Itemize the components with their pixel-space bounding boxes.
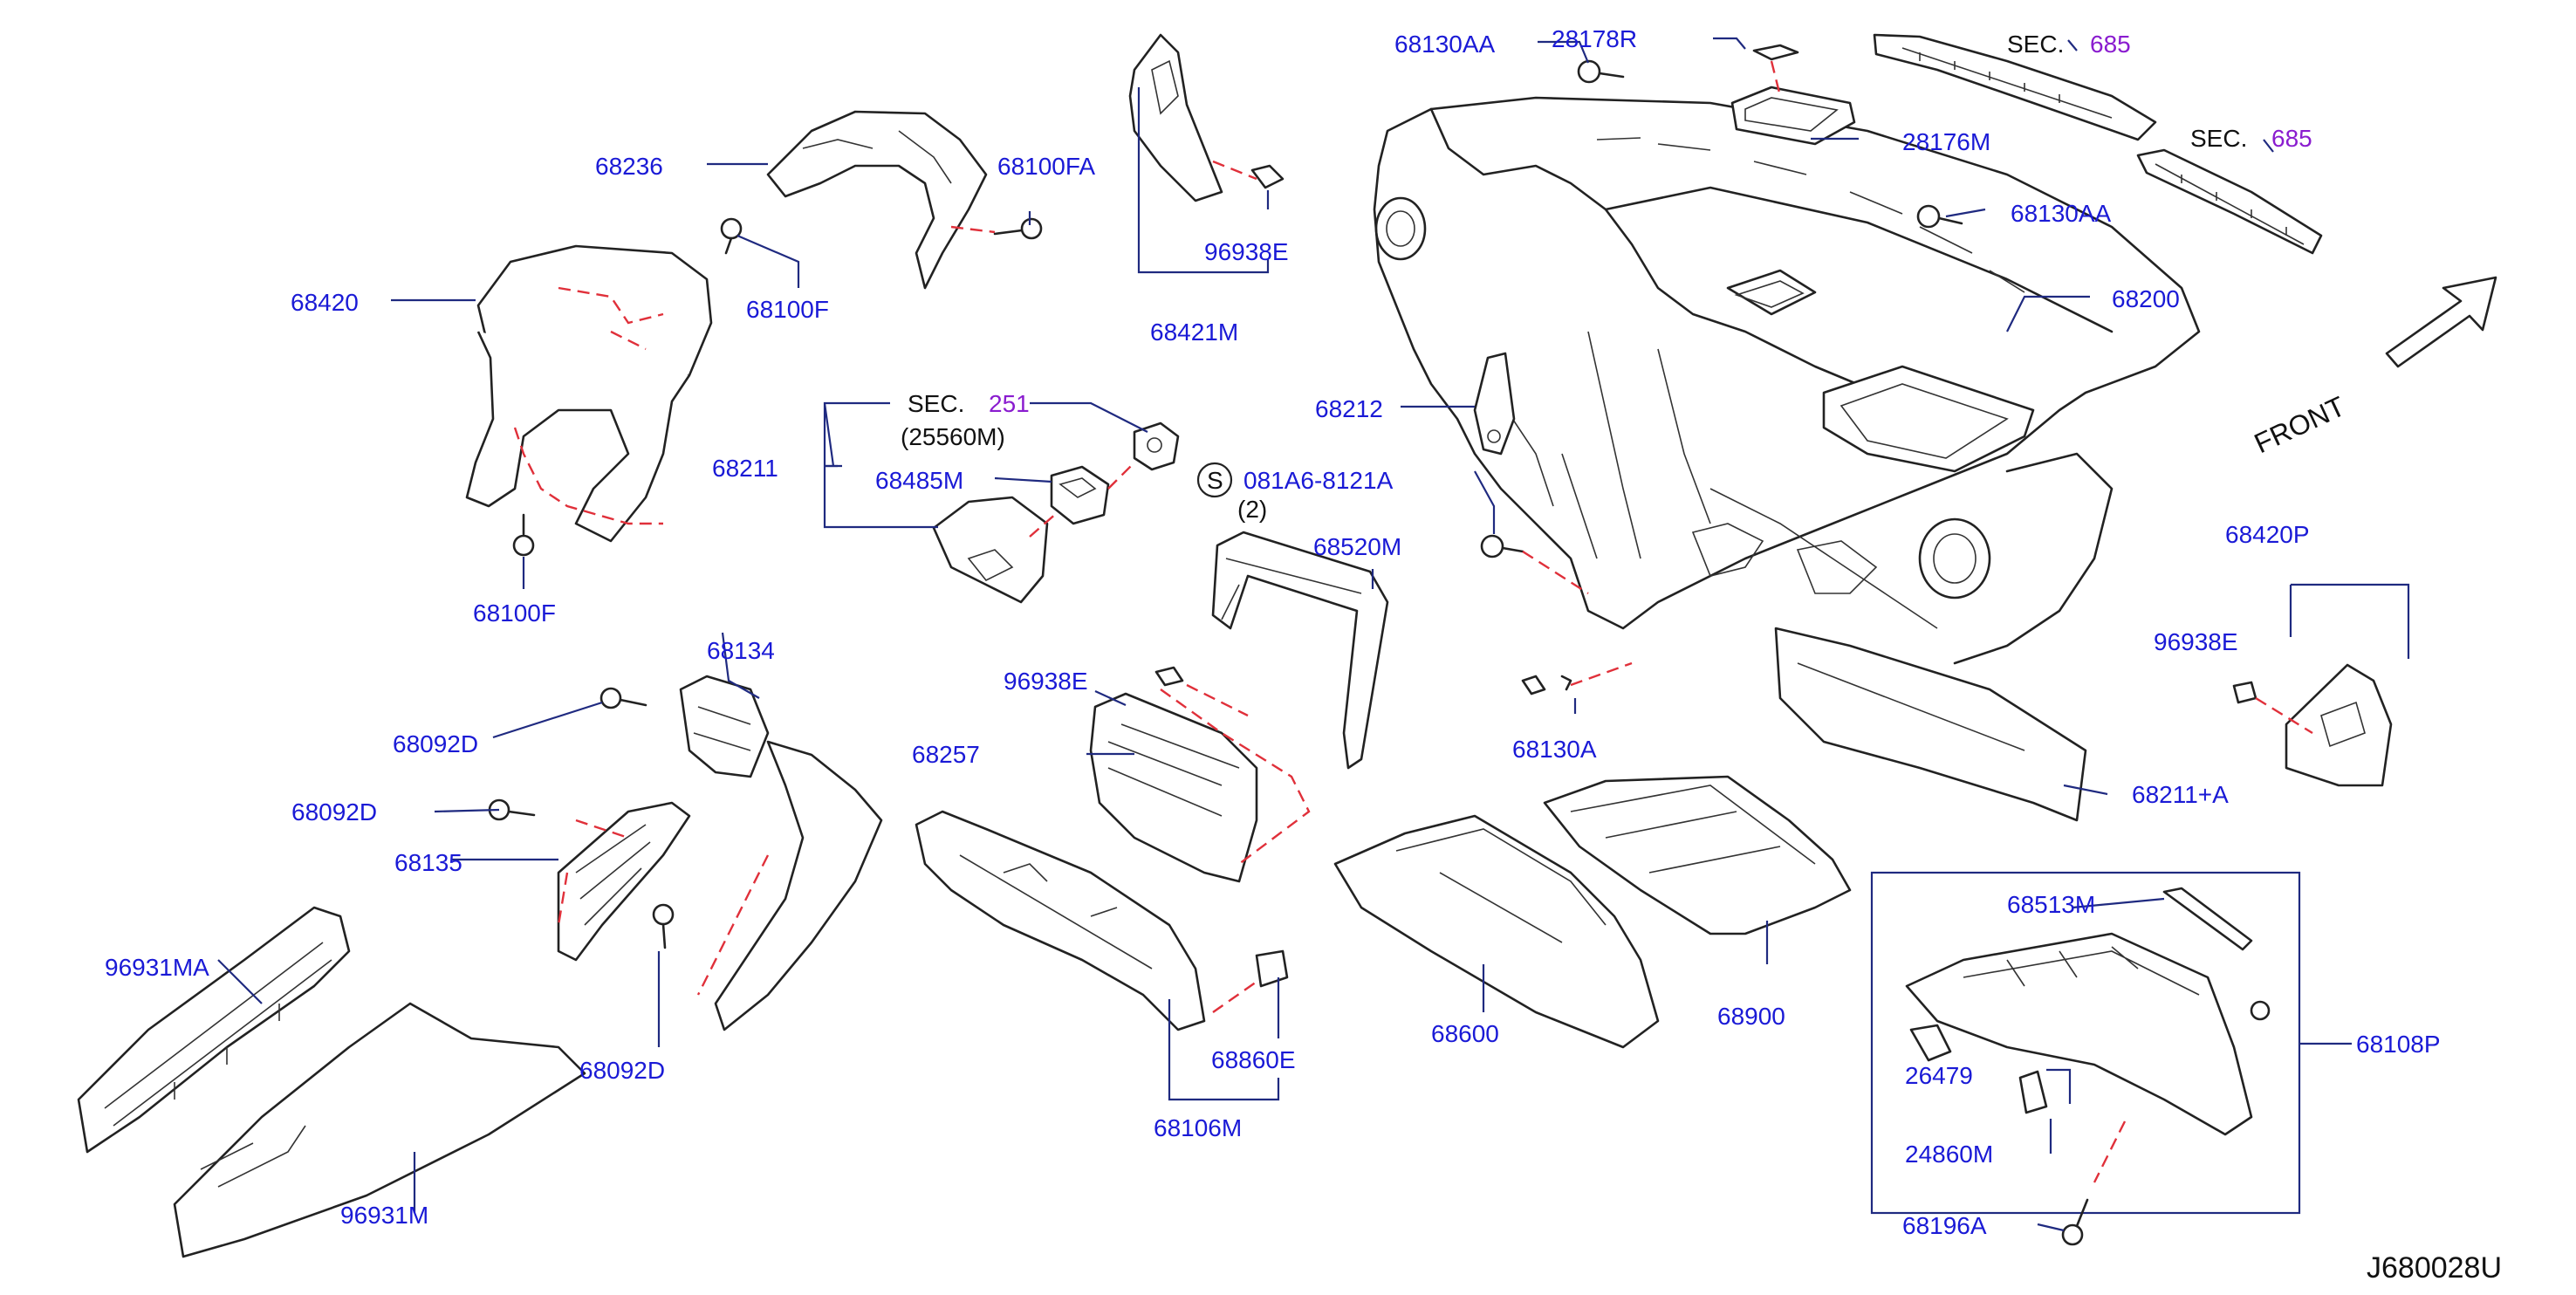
label-68520m: 68520M — [1313, 533, 1401, 560]
console-finisher-main — [696, 740, 883, 1031]
label-68196a: 68196A — [1902, 1212, 1987, 1239]
cross-member-68108p — [1905, 887, 2271, 1183]
defroster-grille-lower — [2136, 148, 2323, 255]
label-68257: 68257 — [912, 741, 980, 768]
label-68513m: 68513M — [2007, 891, 2095, 918]
screw-panel-left — [1480, 534, 1589, 595]
bracket-68134 — [679, 675, 770, 778]
label-68236: 68236 — [595, 153, 663, 180]
label-28178r: 28178R — [1552, 25, 1637, 52]
bracket-68212 — [1473, 352, 1516, 456]
label-25560m: (25560M) — [901, 423, 1005, 450]
label-081a6-8121a: 081A6-8121A — [1243, 467, 1394, 494]
label-28176m: 28176M — [1902, 128, 1990, 155]
screws-68092d — [488, 687, 675, 949]
label-68420p: 68420P — [2225, 521, 2310, 548]
defroster-grille-upper — [1873, 33, 2157, 141]
display-28176m — [1730, 44, 1856, 146]
clip-68130a — [1521, 661, 1633, 695]
diagram-code: J680028U — [2367, 1251, 2502, 1285]
label-96938e-top: 96938E — [1204, 238, 1289, 265]
label-68100fa: 68100FA — [997, 153, 1095, 180]
finisher-68211 — [932, 496, 1065, 604]
front-label: FRONT — [2250, 390, 2350, 459]
label-68130aa-right: 68130AA — [2011, 200, 2112, 227]
label-68092d-b: 68092D — [291, 798, 377, 826]
label-68200: 68200 — [2112, 285, 2180, 312]
label-68092d-a: 68092D — [393, 730, 478, 757]
frame-68236 — [766, 110, 996, 290]
label-96931ma: 96931MA — [105, 954, 209, 981]
cluster-lid-68420 — [465, 244, 713, 543]
label-68135: 68135 — [394, 849, 462, 876]
label-68100f-top: 68100F — [746, 296, 829, 323]
finisher-68520m — [1211, 531, 1389, 770]
section-ref-251-number: 251 — [989, 390, 1030, 417]
switch-25560m — [1133, 421, 1180, 471]
label-68106m: 68106M — [1154, 1114, 1242, 1141]
leader-lines — [217, 37, 2410, 1232]
label-68130a: 68130A — [1512, 736, 1597, 763]
label-081a6-qty: (2) — [1237, 496, 1267, 523]
label-68600: 68600 — [1431, 1020, 1499, 1047]
side-cover-68420p — [2232, 663, 2393, 787]
label-68130aa-left: 68130AA — [1394, 31, 1496, 58]
instrument-panel-68200 — [1373, 96, 2201, 665]
section-ref-251-prefix: SEC. — [908, 390, 964, 417]
screw-68100f-top — [720, 217, 743, 255]
screw-symbol-icon: S — [1196, 462, 1233, 498]
label-68108p: 68108P — [2356, 1031, 2441, 1058]
lower-cover-68211a — [1774, 627, 2087, 822]
label-68100f-bottom: 68100F — [473, 600, 556, 627]
glove-box-68600 — [1333, 814, 1660, 1049]
label-68900: 68900 — [1717, 1003, 1785, 1030]
bracket-68257 — [1089, 666, 1311, 883]
label-68134: 68134 — [707, 637, 775, 664]
screw-symbol-letter: S — [1207, 467, 1223, 494]
section-ref-lower-prefix: SEC. — [2190, 125, 2247, 152]
screw-68100fa — [993, 217, 1043, 240]
label-96938e-right: 96938E — [2154, 628, 2238, 655]
section-ref-upper-number: 685 — [2090, 31, 2131, 58]
label-68420: 68420 — [291, 289, 359, 316]
label-96938e-left: 96938E — [1004, 668, 1088, 695]
bracket-68421m — [1128, 33, 1285, 202]
console-96931ma — [77, 906, 351, 1154]
screw-68100f-bottom — [512, 513, 535, 557]
label-68211: 68211 — [712, 455, 778, 482]
screw-68130aa-left — [1577, 59, 1625, 84]
screw-68196a — [2061, 1198, 2089, 1246]
screw-68130aa-right — [1916, 204, 1963, 229]
label-26479: 26479 — [1905, 1062, 1973, 1089]
console-96931m — [173, 1002, 586, 1258]
label-68212: 68212 — [1315, 395, 1383, 422]
switch-68485m — [1050, 462, 1135, 525]
front-arrow-icon — [2385, 276, 2497, 368]
label-68421m: 68421M — [1150, 319, 1238, 346]
label-96931m: 96931M — [340, 1202, 428, 1229]
label-68211a: 68211+A — [2132, 781, 2229, 808]
glove-housing-68900 — [1543, 775, 1852, 935]
label-68860e: 68860E — [1211, 1046, 1296, 1073]
section-ref-upper-prefix: SEC. — [2007, 31, 2064, 58]
label-68092d-c: 68092D — [579, 1057, 665, 1084]
section-ref-lower-number: 685 — [2271, 125, 2312, 152]
side-trim-68135 — [557, 801, 691, 962]
label-68485m: 68485M — [875, 467, 963, 494]
label-24860m: 24860M — [1905, 1141, 1993, 1168]
bracket-68106m — [915, 810, 1289, 1031]
